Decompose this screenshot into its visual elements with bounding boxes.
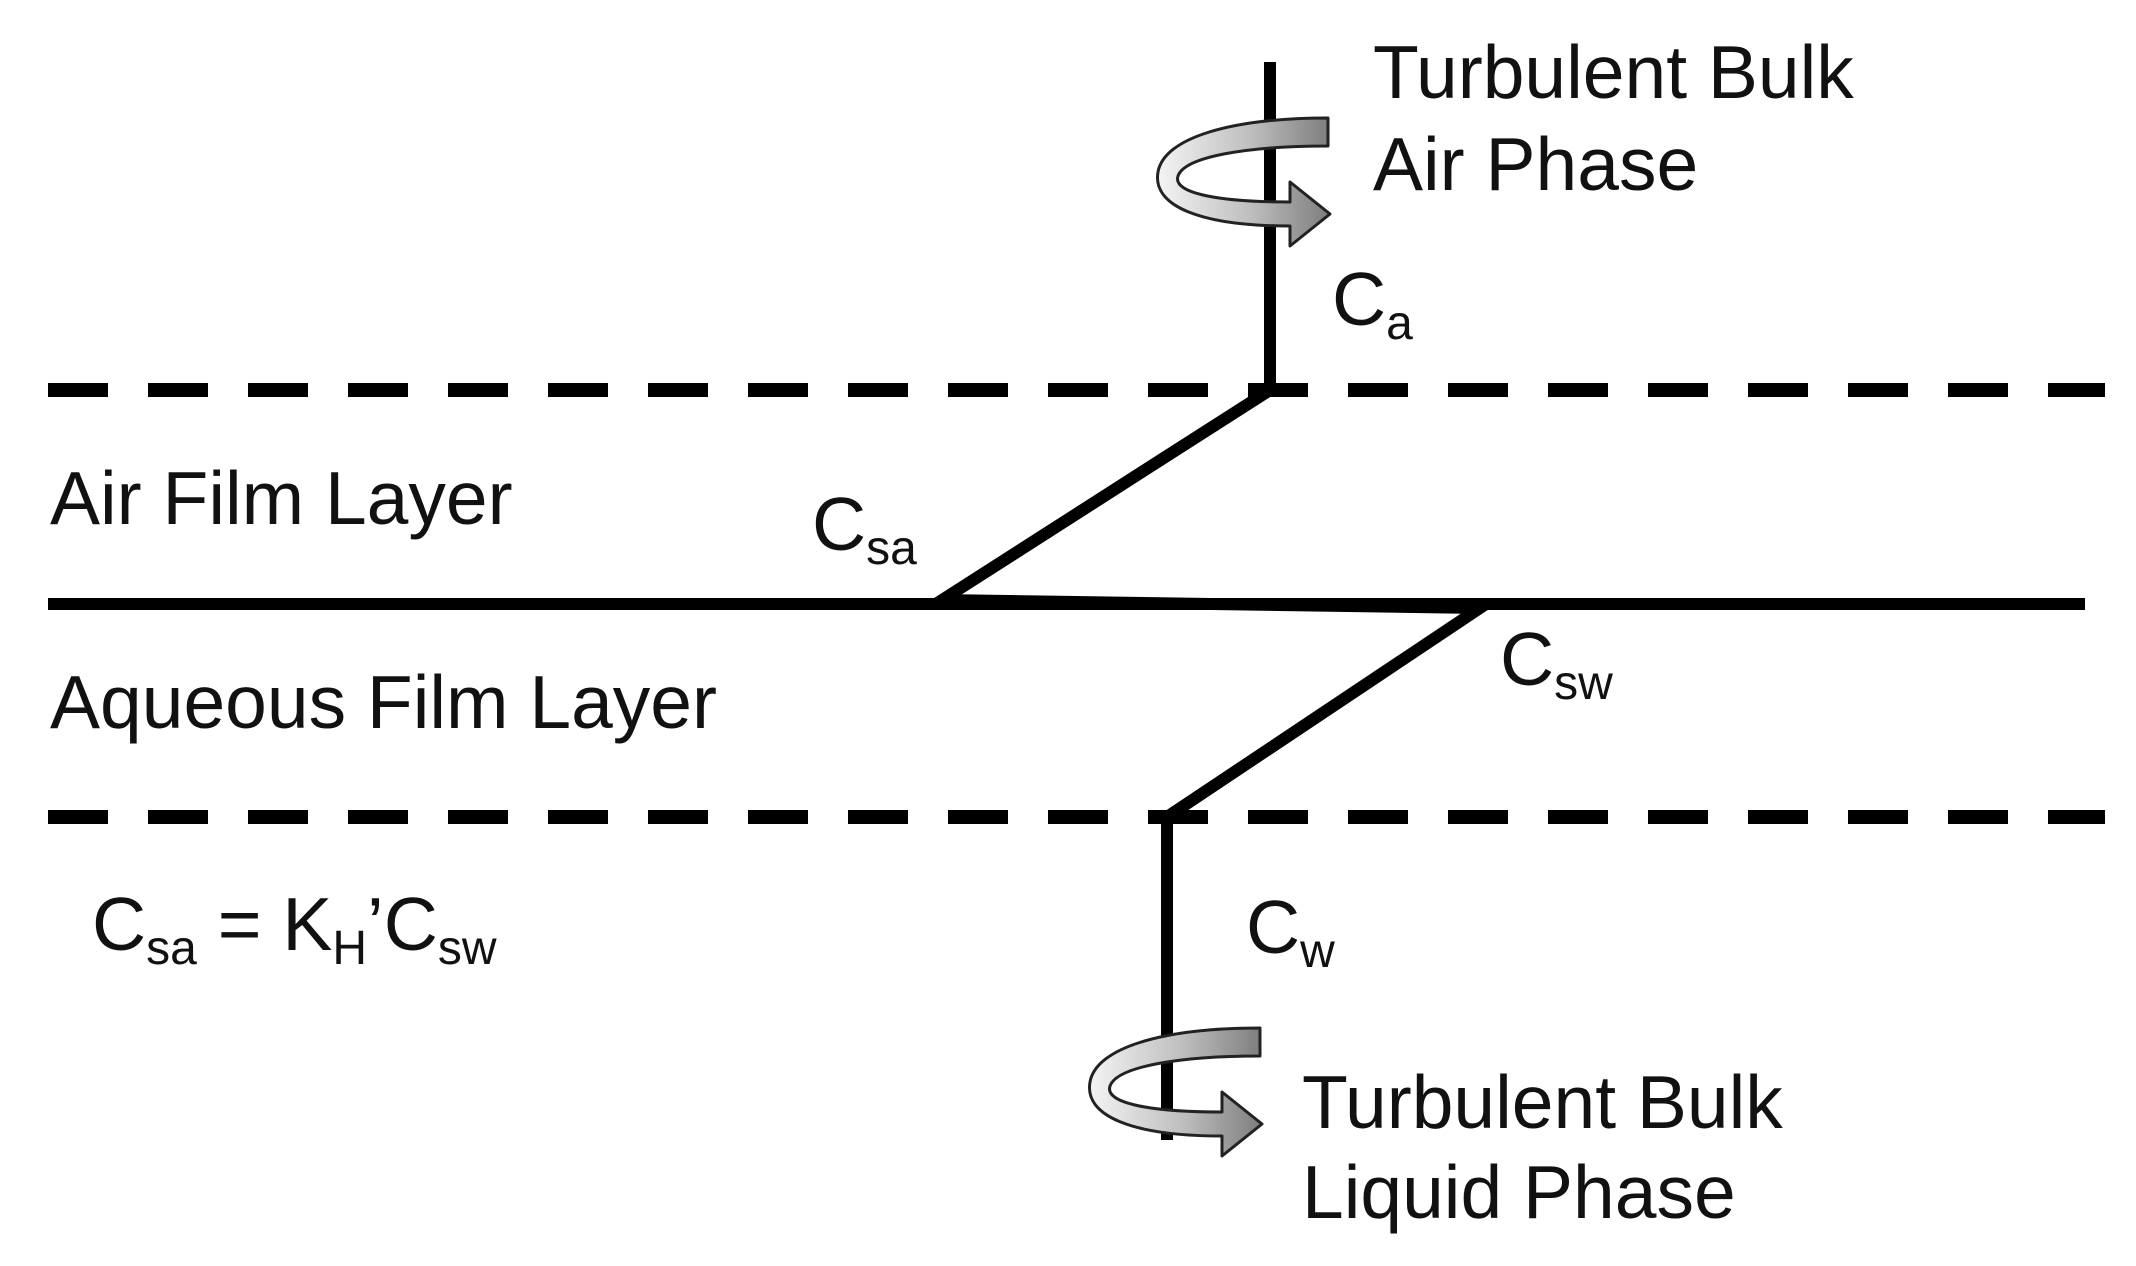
ca-label: Ca [1332,257,1413,350]
air-film-layer-label: Air Film Layer [50,456,513,540]
concentration-profile-line [921,62,1500,1140]
csa-label: Csa [812,482,917,575]
bulk-air-label-line1: Turbulent Bulk [1373,30,1854,114]
bulk-air-label-line2: Air Phase [1373,122,1698,206]
bulk-liquid-label-line2: Liquid Phase [1302,1150,1736,1234]
henry-law-equation: Csa = KH’Csw [92,882,497,975]
csw-label: Csw [1500,617,1613,710]
bulk-liquid-label-line1: Turbulent Bulk [1302,1060,1783,1144]
lower-turbulence-swirl-icon [1088,1026,1264,1158]
upper-turbulence-swirl-icon [1156,116,1332,248]
cw-label: Cw [1246,885,1335,978]
aqueous-film-layer-label: Aqueous Film Layer [50,660,717,744]
